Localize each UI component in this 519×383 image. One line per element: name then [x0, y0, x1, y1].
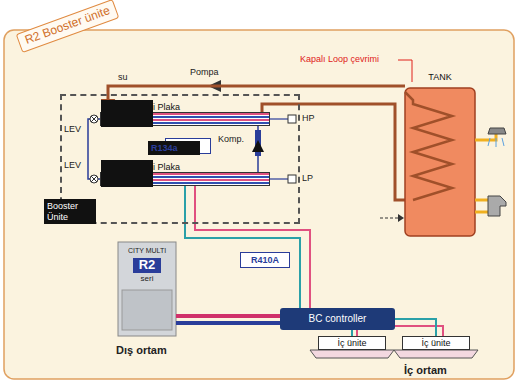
lev-valve: [90, 115, 98, 123]
water-tank: TANK: [405, 72, 475, 236]
node-text: TANK: [428, 72, 451, 82]
faucet: [488, 196, 506, 216]
pipe-connector: [395, 319, 436, 336]
outdoor-unit: [118, 242, 176, 336]
cold-water-pipe: [475, 211, 488, 214]
booster-unit: Booster ÜniteIsı Değiştirici PlakaR134aI…: [60, 94, 300, 224]
pipe-connector: [185, 186, 300, 308]
refrigerant-line: [257, 126, 259, 130]
panel: [4, 30, 514, 379]
node-text: Booster Ünite: [44, 199, 96, 224]
coil-line: [405, 92, 452, 200]
indoor-unit: İç ünite: [318, 336, 386, 350]
compressor-arrow: [252, 140, 264, 152]
node-text: seri: [141, 274, 154, 283]
node-text: İç ünite: [421, 338, 450, 348]
node-text: İç ünite: [337, 338, 366, 348]
sensor-line: [270, 178, 288, 179]
node-text: R134a: [148, 141, 200, 155]
outdoor-unit: CITY MULTI R2seri: [118, 242, 176, 336]
part-label: LEV: [64, 160, 81, 170]
pipe-connector: [176, 314, 280, 318]
shower-head: [488, 128, 506, 134]
lev-valve: [90, 175, 98, 183]
flow-arrow: [398, 214, 404, 222]
bc-controller: BC controller: [280, 308, 395, 330]
part-label: Kapalı Loop çevrimi: [300, 54, 379, 64]
refrigerant-pipe: [176, 321, 280, 325]
refrigerant-box: R410A: [240, 252, 290, 268]
part-label: Komp.: [218, 134, 244, 144]
indoor-unit: İç ünite: [402, 336, 470, 350]
coil: [405, 92, 452, 200]
cassette-panel: [394, 350, 478, 358]
shower-water: [488, 138, 504, 147]
refrigerant-box: R134a: [165, 138, 211, 154]
node-text: R410A: [251, 255, 279, 265]
cassette-panel: [310, 350, 394, 358]
refrigerant-line: [257, 156, 259, 172]
node-text: R2: [133, 258, 162, 273]
part-label: su: [118, 72, 128, 82]
part-label: İç ortam: [404, 364, 447, 377]
node-text: Isı Değiştirici Plaka: [101, 160, 153, 187]
refrigerant-line: [88, 119, 100, 179]
part-label: LEV: [64, 124, 81, 134]
leader-line: [398, 60, 412, 82]
part-label: Pompa: [190, 67, 219, 77]
refrigerant-pipe: [195, 186, 310, 308]
lev-valve: [91, 176, 97, 182]
plate-heat-exchanger: Isı Değiştirici Plaka: [100, 172, 270, 186]
sensor-line: [270, 118, 288, 119]
tank-body: [405, 88, 475, 236]
plate-heat-exchanger: Isı Değiştirici Plaka: [100, 112, 270, 126]
part-label: LP: [302, 173, 313, 183]
lev-valve: [91, 116, 97, 122]
part-label: Dış ortam: [116, 344, 167, 357]
node-text: CITY MULTI: [128, 247, 166, 255]
water-line: [262, 104, 412, 200]
outdoor-grille: [122, 290, 172, 330]
flow-arrow: [380, 218, 398, 219]
hp-sensor: [288, 115, 296, 123]
lp-sensor: [288, 175, 296, 183]
part-label: HP: [302, 113, 315, 123]
node-text: BC controller: [309, 313, 367, 325]
node-text: Isı Değiştirici Plaka: [101, 100, 153, 127]
